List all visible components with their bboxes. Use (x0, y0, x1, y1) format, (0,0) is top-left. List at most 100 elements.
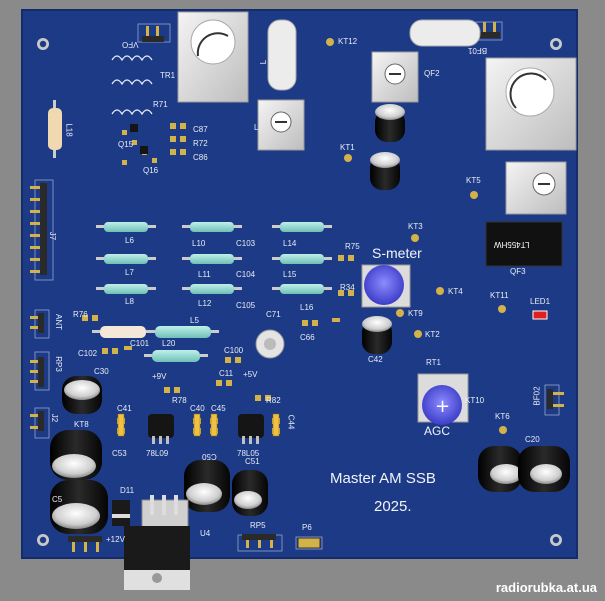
label-l18: L18 (64, 123, 74, 137)
label-r78: R78 (172, 396, 187, 405)
label-l7: L7 (125, 268, 134, 277)
label-kt6: KT6 (495, 412, 510, 421)
label-c44: C44 (286, 414, 296, 430)
label-p6: P6 (302, 523, 312, 532)
regulator-leads (152, 436, 259, 444)
trimmer-c71 (255, 329, 285, 359)
label-l15: L15 (283, 270, 297, 279)
label-r75: R75 (345, 242, 360, 251)
label-bf02: BF02 (532, 386, 542, 406)
label-r76: R76 (73, 310, 88, 319)
label-bf01: BF01 (468, 46, 488, 55)
silkscreen-outlines (34, 21, 560, 552)
label-vfo: VFO (122, 40, 139, 49)
pin-headers (30, 22, 564, 552)
diode-d11 (112, 500, 130, 526)
label-l6: L6 (125, 236, 134, 245)
ceramic-filter (485, 221, 563, 267)
label-c101: C101 (130, 339, 150, 348)
label-kt8: KT8 (74, 420, 89, 429)
smeter-label: S-meter (372, 245, 422, 261)
label-l5: L5 (190, 316, 199, 325)
label-c50: C50 (202, 452, 217, 461)
label-c66: C66 (300, 333, 315, 342)
p6-connector (297, 537, 321, 549)
label-r34: R34 (340, 283, 355, 292)
label-kt1: KT1 (340, 143, 355, 152)
label-l-top: L (259, 59, 269, 65)
label-kt11: KT11 (490, 291, 509, 300)
electrolytic-capacitor (50, 104, 570, 534)
site-watermark: radiorubka.at.ua (495, 580, 597, 595)
label-j7: J7 (48, 231, 58, 241)
svg-text:+: + (435, 396, 450, 417)
led-red (532, 310, 548, 320)
label-l-side: L (254, 123, 259, 132)
label-c51: C51 (245, 457, 260, 466)
label-l20: L20 (162, 339, 176, 348)
label-tr1: TR1 (160, 71, 176, 80)
u4-regulator (124, 495, 190, 590)
label-c40: C40 (190, 404, 205, 413)
label-q16: Q16 (143, 166, 159, 175)
label-kt10: KT10 (465, 396, 485, 405)
mounting-hole-inner (39, 40, 560, 544)
label-c87: C87 (193, 125, 208, 134)
header-housings (38, 32, 553, 542)
label-c45: C45 (211, 404, 226, 413)
smd-array (124, 318, 340, 350)
label-j2: J2 (50, 413, 60, 423)
label-l12: L12 (198, 299, 212, 308)
agc-label: AGC (424, 424, 451, 438)
label-l11: L11 (198, 270, 211, 279)
axial-inductors (48, 100, 332, 362)
label-qf2: QF2 (424, 69, 440, 78)
label-c86: C86 (193, 153, 208, 162)
label-r72: R72 (193, 139, 208, 148)
label-kt9: KT9 (408, 309, 423, 318)
potentiometer-knob: + (361, 264, 469, 425)
label-r71: R71 (153, 100, 168, 109)
label-p5v: +5V (243, 370, 258, 379)
to92-regulator (130, 124, 264, 438)
label-d11: D11 (120, 486, 135, 495)
trimmer-pot (257, 51, 567, 215)
label-led1: LED1 (530, 297, 551, 306)
crystal (267, 19, 481, 91)
label-rp3: RP3 (53, 356, 63, 372)
label-c11: C11 (219, 369, 234, 378)
label-c105: C105 (236, 301, 256, 310)
label-c102: C102 (78, 349, 98, 358)
label-c104: C104 (236, 270, 256, 279)
label-c20: C20 (525, 435, 540, 444)
label-c100: C100 (224, 346, 244, 355)
label-r82: R82 (266, 396, 281, 405)
label-c5: C5 (52, 495, 63, 504)
label-c53: C53 (112, 449, 127, 458)
label-u4: U4 (200, 529, 211, 538)
label-qf3: QF3 (510, 267, 526, 276)
label-rt1: RT1 (426, 358, 441, 367)
board-year: 2025. (374, 498, 412, 515)
label-c42: C42 (368, 355, 383, 364)
label-kt3: KT3 (408, 222, 423, 231)
label-rp5: RP5 (250, 521, 266, 530)
label-l14: L14 (283, 239, 297, 248)
label-q15: Q15 (118, 140, 134, 149)
label-c30: C30 (94, 367, 109, 376)
label-kt5: KT5 (466, 176, 481, 185)
label-p9v: +9V (152, 372, 167, 381)
label-78l05: 78L05 (237, 449, 260, 458)
label-78l09: 78L09 (146, 449, 169, 458)
board-title: Master AM SSB (330, 470, 436, 487)
label-lt455: LT455HW (494, 240, 530, 249)
label-ant: ANT (54, 314, 63, 330)
label-l10: L10 (192, 239, 206, 248)
label-kt4: KT4 (448, 287, 463, 296)
label-l8: L8 (125, 297, 134, 306)
label-p12v: +12V (106, 535, 125, 544)
label-kt2: KT2 (425, 330, 440, 339)
label-c41: C41 (117, 404, 132, 413)
label-l16: L16 (300, 303, 314, 312)
